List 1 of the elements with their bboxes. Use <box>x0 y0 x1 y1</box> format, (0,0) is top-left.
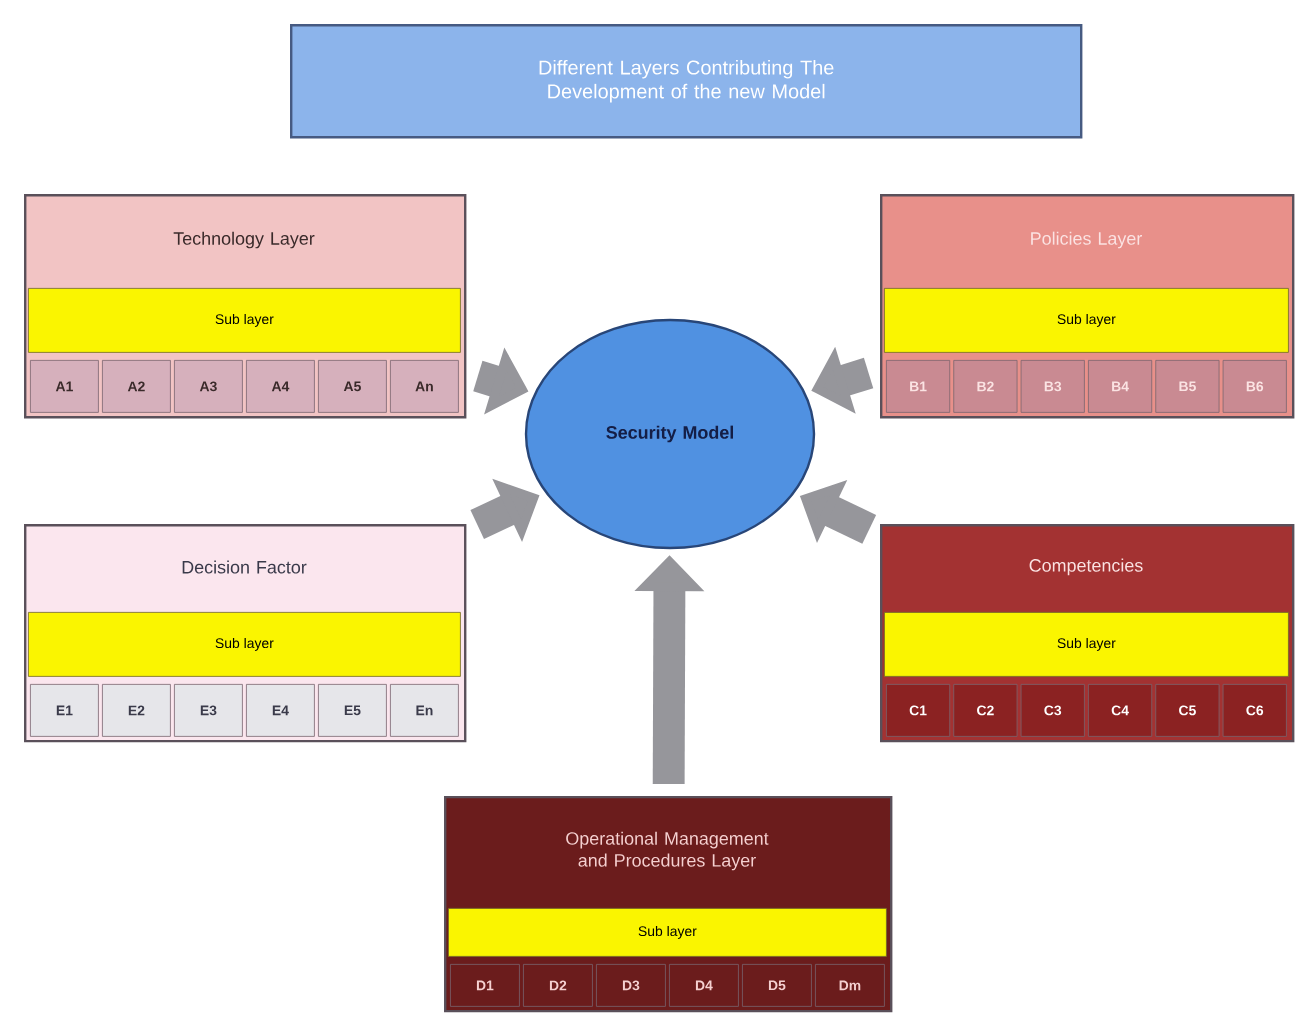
title-box: Different Layers Contributing The Development of the new Model <box>290 24 1083 139</box>
